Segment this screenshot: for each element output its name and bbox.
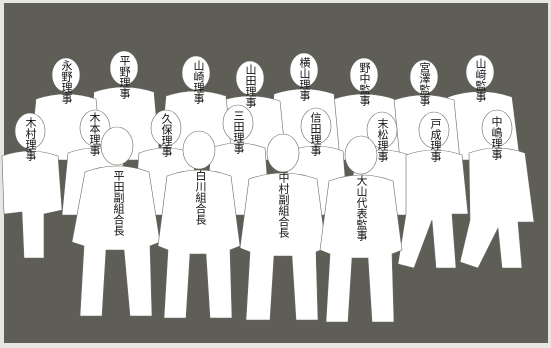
label-mita: 三田理事 xyxy=(232,110,245,154)
silhouette-oyama xyxy=(319,135,403,323)
label-suematsu: 末松理事 xyxy=(376,118,389,162)
label-oyama: 大山代表監事 xyxy=(355,175,368,241)
label-kubo: 久保理事 xyxy=(160,113,173,157)
silhouette-tonari xyxy=(397,111,469,269)
silhouette-kimura xyxy=(1,112,63,259)
label-shirakawa: 白川組合長 xyxy=(194,170,207,225)
silhouette-nakajima xyxy=(459,109,535,269)
label-nakamura: 中村副組合長 xyxy=(277,172,290,238)
label-yamazaki2: 山﨑監事 xyxy=(474,58,487,102)
label-miyazawa: 宮澤監事 xyxy=(418,62,431,106)
silhouette-nagano xyxy=(29,57,103,161)
label-yamasaki: 山崎理事 xyxy=(192,60,205,104)
silhouette-shirakawa xyxy=(157,130,241,319)
label-yamada: 山田理事 xyxy=(244,64,257,108)
label-nonaka: 野中監事 xyxy=(358,62,371,106)
label-nagano: 永野理事 xyxy=(60,60,73,104)
label-kimura: 木村理事 xyxy=(24,117,37,161)
label-hirano: 平野理事 xyxy=(118,55,131,99)
silhouette-nakamura xyxy=(239,133,327,321)
label-kimoto: 木本理事 xyxy=(88,112,101,156)
label-hirata: 平田副組合長 xyxy=(112,170,125,236)
label-nakajima: 中嶋理事 xyxy=(490,116,503,160)
label-yokoyama: 横山理事 xyxy=(298,57,311,101)
silhouette-hirata xyxy=(71,126,161,317)
label-nobuta: 信田理事 xyxy=(309,112,322,156)
label-tonari: 戸成理事 xyxy=(429,118,442,162)
